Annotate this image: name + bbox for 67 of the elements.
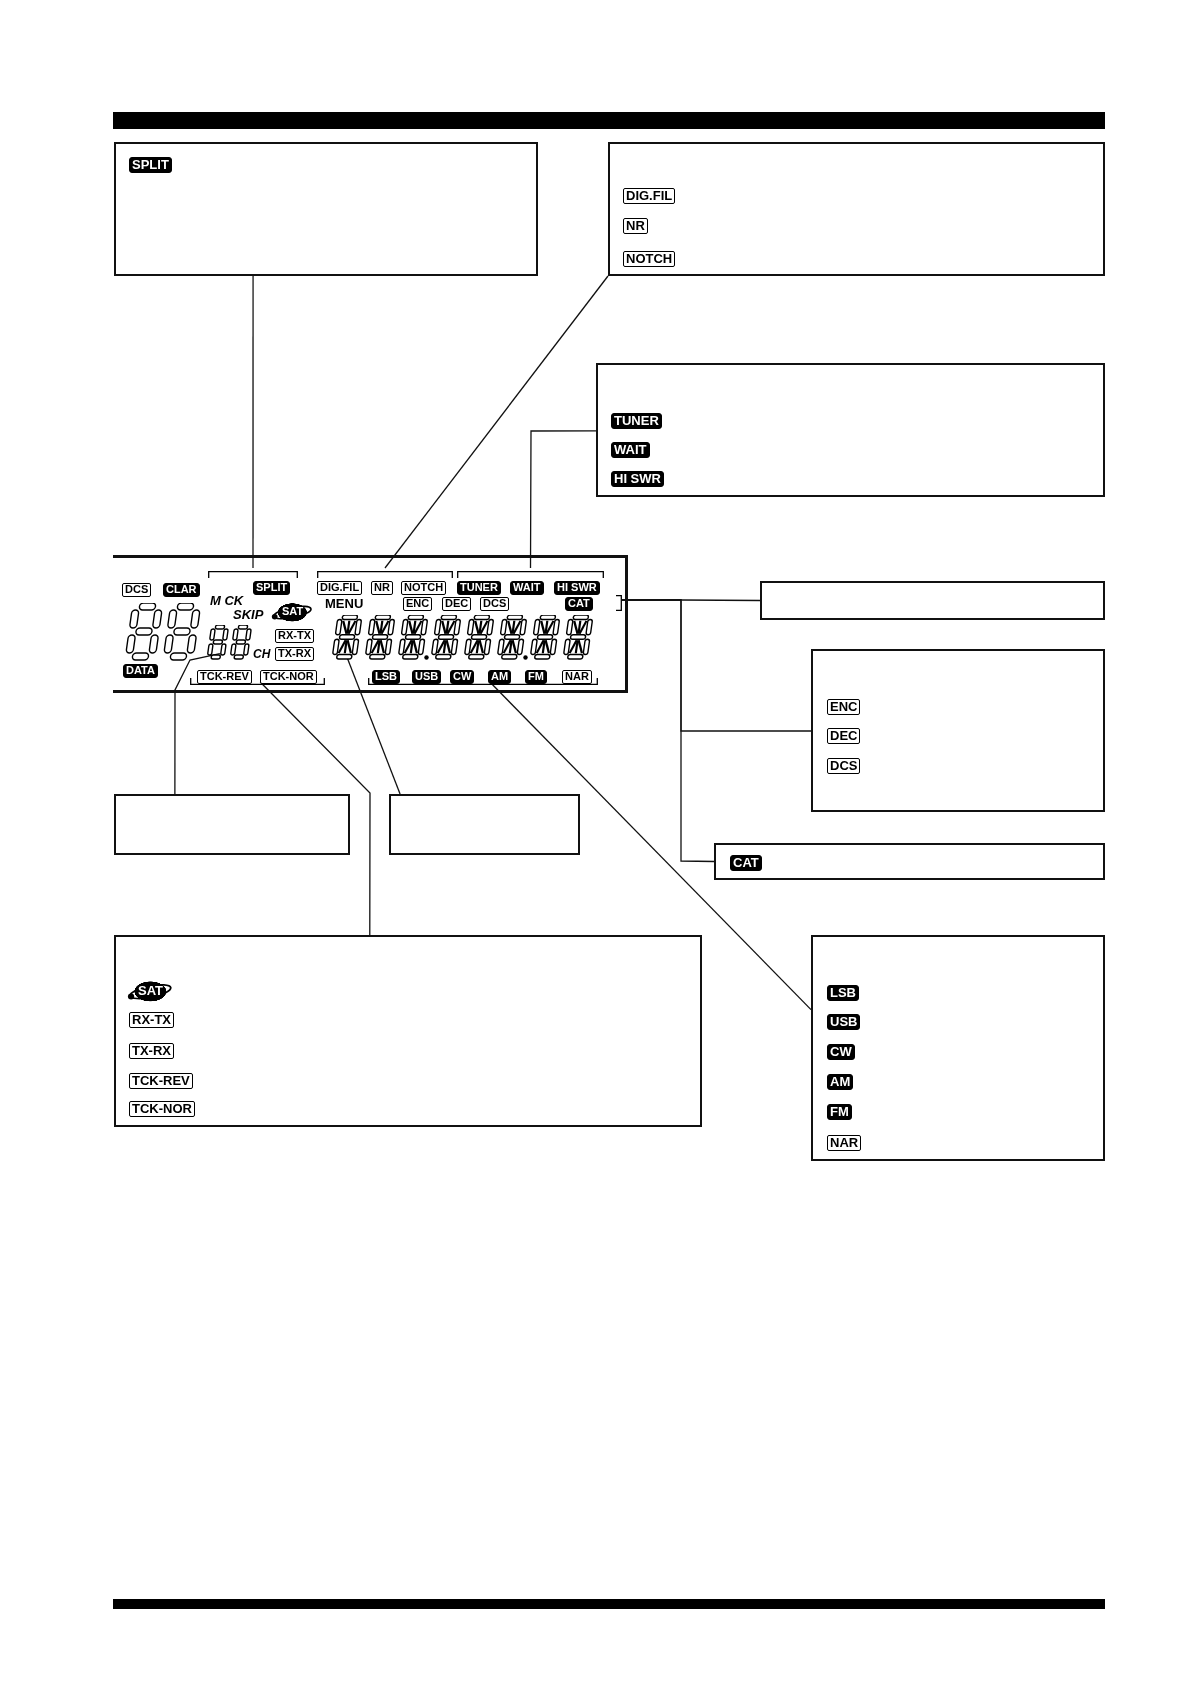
indicator-badge: DCS bbox=[122, 583, 152, 597]
indicator-badge: DCS bbox=[480, 597, 510, 611]
callout-box bbox=[596, 363, 1105, 497]
callout-box bbox=[811, 649, 1105, 812]
leader-line bbox=[384, 275, 609, 569]
callout-box bbox=[811, 935, 1105, 1161]
indicator-badge: USB bbox=[412, 670, 442, 684]
indicator-badge: TX-RX bbox=[275, 647, 314, 661]
indicator-badge: NAR bbox=[562, 670, 592, 684]
leader-line bbox=[174, 653, 221, 795]
indicator-badge: NAR bbox=[827, 1135, 862, 1151]
indicator-badge: CAT bbox=[565, 597, 593, 611]
indicator-badge: NOTCH bbox=[401, 581, 447, 595]
callout-box bbox=[114, 794, 350, 855]
satellite-indicator: SAT bbox=[127, 980, 173, 1002]
indicator-badge: HI SWR bbox=[611, 471, 664, 487]
indicator-badge: TUNER bbox=[457, 581, 501, 595]
indicator-badge: CW bbox=[827, 1044, 855, 1060]
indicator-badge: SPLIT bbox=[129, 157, 172, 173]
lcd-label: SKIP bbox=[233, 608, 264, 622]
indicator-badge: DEC bbox=[827, 728, 861, 744]
indicator-badge: LSB bbox=[827, 985, 859, 1001]
indicator-badge: LSB bbox=[372, 670, 400, 684]
indicator-badge: ENC bbox=[827, 699, 861, 715]
callout-box bbox=[114, 935, 702, 1127]
indicator-badge: DEC bbox=[442, 597, 472, 611]
callout-box bbox=[389, 794, 580, 855]
indicator-badge: ENC bbox=[403, 597, 433, 611]
indicator-badge: DATA bbox=[123, 664, 158, 678]
satellite-indicator: SAT bbox=[271, 602, 313, 622]
indicator-badge: CLAR bbox=[163, 583, 200, 597]
indicator-badge: HI SWR bbox=[554, 581, 600, 595]
indicator-badge: TCK-REV bbox=[129, 1073, 193, 1089]
indicator-badge: WAIT bbox=[510, 581, 544, 595]
callout-box bbox=[760, 581, 1105, 620]
leader-line bbox=[529, 430, 597, 569]
indicator-badge: FM bbox=[827, 1104, 852, 1120]
indicator-badge: CAT bbox=[730, 855, 762, 871]
indicator-badge: AM bbox=[488, 670, 512, 684]
indicator-badge: NR bbox=[623, 218, 648, 234]
lcd-label: M CK bbox=[210, 594, 244, 608]
indicator-badge: DIG.FIL bbox=[317, 581, 363, 595]
lcd-label: MENU bbox=[325, 597, 364, 611]
lcd-panel bbox=[113, 555, 628, 693]
indicator-badge: WAIT bbox=[611, 442, 650, 458]
indicator-badge: DCS bbox=[827, 758, 861, 774]
indicator-badge: SPLIT bbox=[253, 581, 291, 595]
indicator-badge: NOTCH bbox=[623, 251, 676, 267]
indicator-badge: RX-TX bbox=[129, 1012, 174, 1028]
leader-line bbox=[621, 599, 715, 863]
indicator-badge: USB bbox=[827, 1014, 861, 1030]
indicator-badge: TX-RX bbox=[129, 1043, 174, 1059]
callout-box bbox=[714, 843, 1105, 880]
indicator-badge: TCK-NOR bbox=[129, 1101, 195, 1117]
indicator-badge: DIG.FIL bbox=[623, 188, 676, 204]
indicator-badge: RX-TX bbox=[275, 629, 314, 643]
indicator-badge: TCK-NOR bbox=[260, 670, 317, 684]
indicator-badge: TUNER bbox=[611, 413, 662, 429]
lcd-label: CH bbox=[253, 648, 271, 661]
callout-box bbox=[114, 142, 538, 276]
callout-box bbox=[608, 142, 1105, 276]
indicator-badge: NR bbox=[371, 581, 393, 595]
indicator-badge: TCK-REV bbox=[197, 670, 252, 684]
leader-line bbox=[252, 275, 254, 569]
indicator-badge: AM bbox=[827, 1074, 854, 1090]
indicator-badge: FM bbox=[525, 670, 547, 684]
indicator-badge: CW bbox=[450, 670, 475, 684]
